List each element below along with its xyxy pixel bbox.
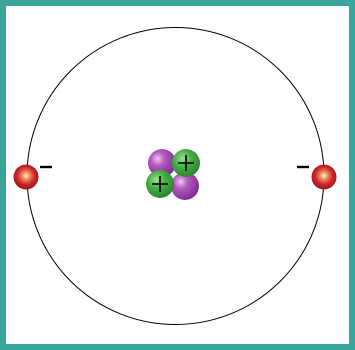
proton-bottom-left — [146, 170, 174, 198]
electron-right — [297, 165, 337, 190]
electron-left — [14, 165, 53, 190]
nucleus — [146, 149, 200, 200]
proton-top-right — [172, 149, 200, 177]
